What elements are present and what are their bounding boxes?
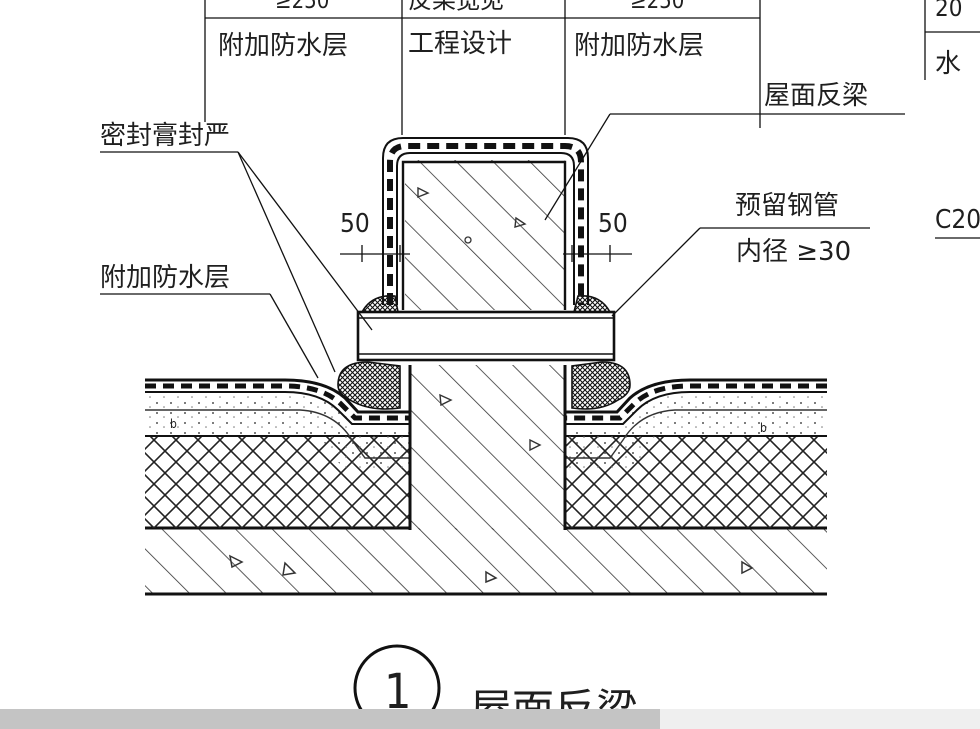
dimension-lines xyxy=(204,0,761,262)
pipe-label-line1: 预留钢管 xyxy=(735,191,839,221)
edge-c20-label: C20 xyxy=(935,205,980,235)
structural-slab xyxy=(145,526,827,596)
left-extra-layer-label: 附加防水层 xyxy=(100,263,230,293)
caption-circle xyxy=(353,644,441,729)
dim-center-label: 反梁宽见 xyxy=(408,0,504,14)
sealant xyxy=(337,295,631,410)
leveling-layer: b b xyxy=(145,395,827,470)
svg-text:b: b xyxy=(760,421,767,435)
beam-membrane xyxy=(382,137,589,310)
svg-text:b: b xyxy=(170,417,177,431)
top-center-design-label: 工程设计 xyxy=(408,29,512,59)
edge-20-label: 20 xyxy=(935,0,962,22)
pipe-label-line2: 内径 ≥30 xyxy=(736,237,851,267)
sealant-label: 密封膏封严 xyxy=(100,121,230,151)
top-left-layer-label: 附加防水层 xyxy=(218,31,348,61)
roof-beam-label: 屋面反梁 xyxy=(764,81,868,111)
dim-right-label: ≥250 xyxy=(630,0,684,14)
scrollbar-thumb[interactable] xyxy=(0,709,660,729)
dim-50-left-label: 50 xyxy=(340,209,370,239)
dim-left-label: ≥250 xyxy=(275,0,329,14)
edge-water-label: 水 xyxy=(935,49,961,79)
roof-membrane xyxy=(145,378,827,425)
roof-reverse-beam xyxy=(405,160,567,530)
dim-50-right-label: 50 xyxy=(598,209,628,239)
steel-pipe xyxy=(356,310,616,362)
leader-lines xyxy=(100,113,905,379)
top-right-layer-label: 附加防水层 xyxy=(574,31,704,61)
